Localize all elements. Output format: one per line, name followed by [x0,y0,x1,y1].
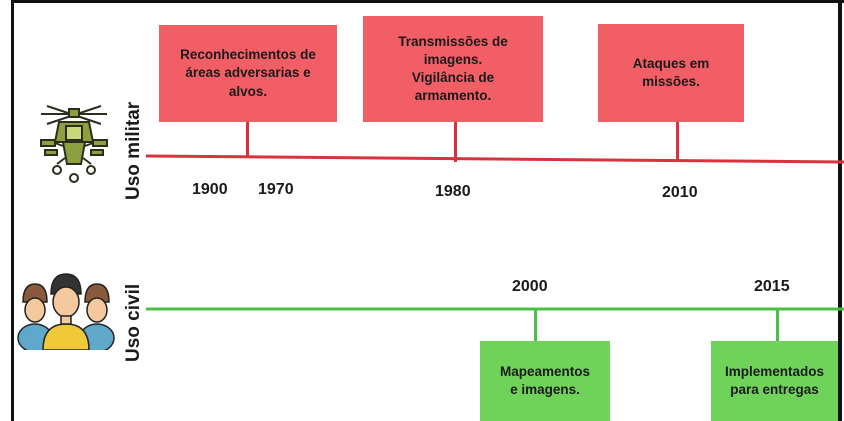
people-group-icon [17,273,115,350]
year-label-2015: 2015 [754,278,790,295]
military-event-stem-3 [676,122,679,162]
year-label-1970: 1970 [258,181,294,198]
year-label-1980: 1980 [435,183,471,200]
year-label-2000: 2000 [512,278,548,295]
military-event-stem-1 [246,122,249,158]
civil-axis-label: Uso civil [123,283,144,362]
civil-event-stem-1 [534,309,537,342]
frame-border-top [13,0,844,3]
frame-border-left [11,0,14,421]
military-event-stem-2 [454,122,457,162]
civil-event-stem-2 [776,309,779,342]
helicopter-icon [40,105,108,183]
civil-event-box-1: Mapeamentos e imagens. [480,341,610,421]
military-event-box-1: Reconhecimentos de áreas adversarias e a… [159,25,337,122]
military-event-box-2: Transmissões de imagens. Vigilância de a… [363,16,543,122]
year-label-1900: 1900 [192,181,228,198]
civil-event-box-2: Implementados para entregas [711,341,838,421]
frame-border-right [838,0,842,421]
military-event-box-3: Ataques em missões. [598,24,744,122]
year-label-2010: 2010 [662,184,698,201]
